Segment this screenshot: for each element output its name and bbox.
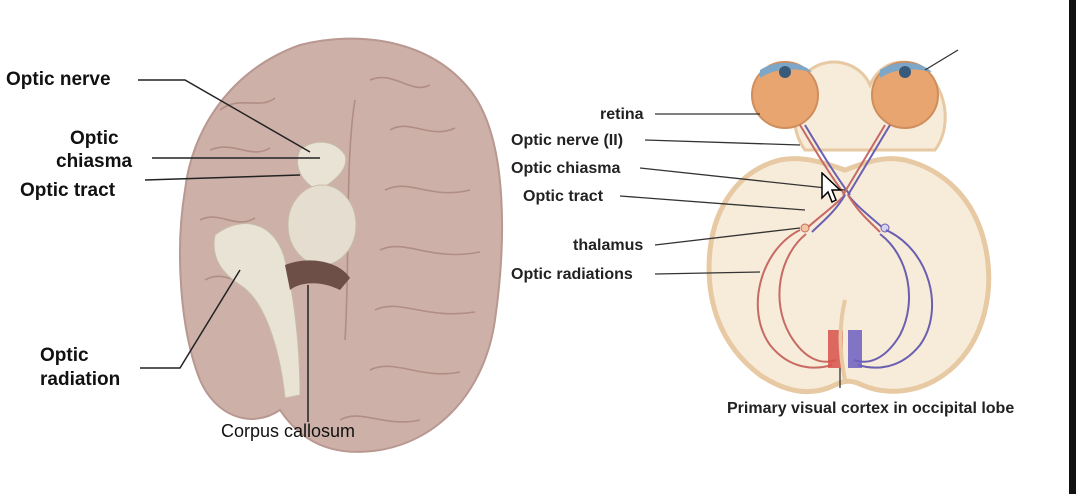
label-optic-chiasma-1: Optic <box>70 128 119 149</box>
label-optic-chiasma-2: chiasma <box>56 151 133 172</box>
leader-optic-radiation <box>140 269 241 369</box>
right-eye <box>871 61 939 129</box>
label-optic-radiation-2: radiation <box>40 369 121 390</box>
leader-optic-tract <box>144 174 301 181</box>
label-optic-nerve-ii: Optic nerve (II) <box>511 132 624 149</box>
mouse-cursor-icon <box>821 172 842 204</box>
optic-chiasm-photo <box>297 141 347 191</box>
label-corpus-callosum: Corpus callosum <box>221 421 356 441</box>
brain-schematic-outline <box>706 156 992 395</box>
label-primary-visual-cortex: Primary visual cortex in occipital lobe <box>727 400 1015 417</box>
label-thalamus: thalamus <box>573 237 644 254</box>
leader-optic-radiations <box>654 271 761 275</box>
leader-thalamus <box>654 227 801 246</box>
label-optic-chiasma-right: Optic chiasma <box>511 160 621 177</box>
left-eye <box>751 61 819 129</box>
leader-optic-tract-r <box>619 195 806 211</box>
label-optic-radiations: Optic radiations <box>511 266 633 283</box>
label-optic-radiation-1: Optic <box>40 345 89 366</box>
visual-cortex-right <box>848 330 862 368</box>
label-optic-nerve: Optic nerve <box>6 69 111 90</box>
label-optic-tract: Optic tract <box>20 180 116 201</box>
leader-optic-nerve-ii <box>644 139 801 146</box>
right-edge-bar <box>1069 0 1076 494</box>
leader-eye-top <box>924 49 959 71</box>
label-optic-tract-right: Optic tract <box>523 188 604 205</box>
leader-optic-chiasma-r <box>639 167 846 191</box>
label-retina: retina <box>600 106 644 123</box>
leader-optic-nerve <box>138 79 311 153</box>
